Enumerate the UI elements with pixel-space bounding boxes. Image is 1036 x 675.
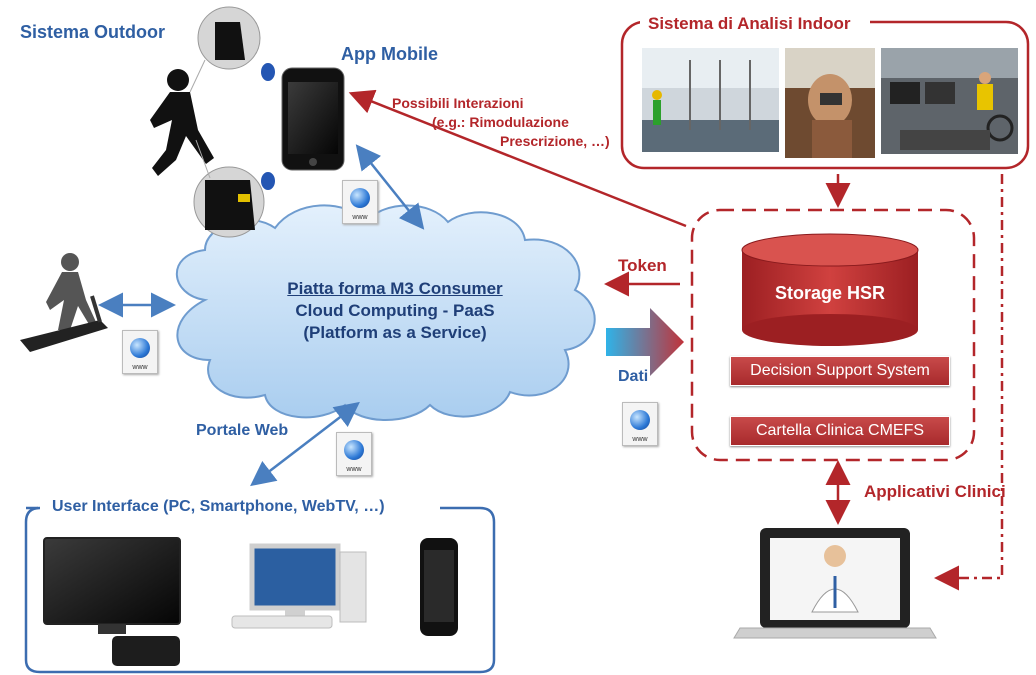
ui-phone-device — [420, 538, 458, 636]
applicativi-clinici-label: Applicativi Clinici — [864, 482, 1006, 501]
tv-device — [43, 537, 181, 666]
treadmill-runner — [20, 253, 108, 352]
sistema-indoor-label: Sistema di Analisi Indoor — [648, 14, 851, 33]
interazioni-line3: Prescrizione, …) — [500, 133, 610, 149]
token-label: Token — [618, 256, 667, 275]
user-interface-label: User Interface (PC, Smartphone, WebTV, …… — [46, 498, 391, 516]
storage-title: Storage HSR — [774, 283, 886, 303]
www-icon-app: www — [342, 180, 378, 224]
app-mobile-phone — [281, 67, 345, 171]
www-icon-dati: www — [622, 402, 658, 446]
dss-box: Decision Support System — [730, 356, 950, 386]
pc-device — [231, 543, 367, 629]
storage-cylinder — [741, 233, 919, 346]
app-mobile-label: App Mobile — [341, 44, 438, 64]
indoor-photo-bike — [881, 48, 1018, 154]
ui-panel — [24, 506, 496, 674]
dati-label: Dati — [618, 368, 649, 385]
cloud-line1: Piatta forma M3 Consumer — [287, 279, 503, 298]
runner-outdoor — [150, 6, 275, 238]
portale-web-label: Portale Web — [196, 422, 289, 439]
indoor-photo-lab — [642, 48, 779, 152]
indoor-photo-test — [785, 48, 875, 158]
cloud-line2: Cloud Computing - PaaS — [295, 301, 495, 320]
interazioni-line2: (e.g.: Rimodulazione — [432, 114, 569, 130]
cartella-box: Cartella Clinica CMEFS — [730, 416, 950, 446]
www-icon-treadmill: www — [122, 330, 158, 374]
cloud-line3: (Platform as a Service) — [303, 323, 487, 342]
www-icon-portale: www — [336, 432, 372, 476]
cloud-text: Piatta forma M3 Consumer Cloud Computing… — [230, 278, 560, 344]
laptop-device — [733, 528, 937, 639]
dati-arrow — [606, 308, 684, 376]
interazioni-line1: Possibili Interazioni — [392, 95, 524, 111]
sistema-outdoor-label: Sistema Outdoor — [20, 22, 166, 42]
